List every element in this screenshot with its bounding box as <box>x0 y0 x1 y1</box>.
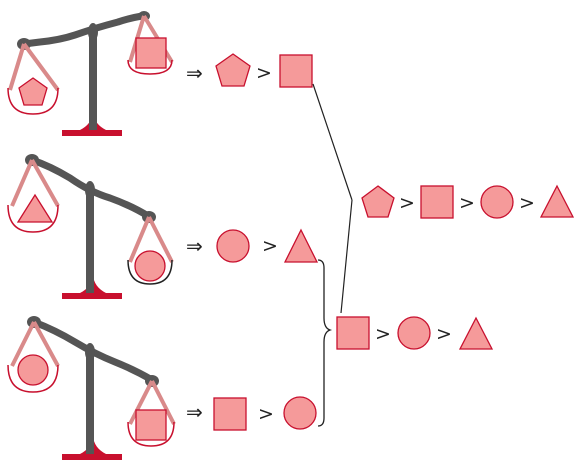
scale-2-right-circle <box>134 250 166 282</box>
scale-2-right-hanger <box>128 216 174 263</box>
scale-2-left-hanger <box>10 159 60 207</box>
scale-2-base <box>62 293 122 299</box>
brace-2-3 <box>317 259 333 427</box>
comparison-2-triangle <box>283 228 319 263</box>
scale-3-beam <box>30 318 156 384</box>
final-pentagon <box>361 185 395 218</box>
greater-symbol-c2: > <box>436 323 452 345</box>
greater-symbol-f2: > <box>459 192 475 214</box>
comparison-2-circle <box>216 229 250 263</box>
final-circle <box>480 185 514 219</box>
comparison-3-circle <box>283 396 317 430</box>
scale-1-left-hanger <box>8 42 60 92</box>
comparison-2: ⇒ > <box>186 228 319 263</box>
implies-symbol-3: ⇒ <box>186 400 203 424</box>
scale-3-left-hanger <box>10 321 60 367</box>
scale-2-left-pan <box>7 204 59 233</box>
final-triangle <box>539 184 575 218</box>
combined-circle <box>397 316 431 350</box>
scale-2-post <box>86 190 94 293</box>
scale-1-right-square <box>135 37 167 69</box>
comparison-1-pentagon <box>215 53 251 87</box>
combined-square <box>336 316 370 350</box>
comparison-3: ⇒ > <box>186 396 317 431</box>
greater-symbol-3: > <box>258 403 274 425</box>
final-order: > > > <box>361 184 575 219</box>
scale-1-left-pan <box>7 87 59 115</box>
scale-1-post <box>89 35 97 130</box>
scale-1-right-pan <box>127 59 173 75</box>
scale-2 <box>7 154 174 299</box>
scale-3-left-circle <box>17 354 49 386</box>
comparison-1-square <box>279 54 313 88</box>
scale-3-right-hanger <box>128 380 176 425</box>
scale-3-base <box>62 454 122 460</box>
scale-3-right-pan <box>127 421 175 447</box>
combined-2-3: > > <box>336 316 494 350</box>
scale-2-right-pan <box>127 259 173 285</box>
scale-3-left-pan <box>7 364 59 393</box>
scale-1-base <box>62 130 122 136</box>
scale-3-right-square <box>135 409 167 441</box>
scale-2-pivot <box>85 181 95 199</box>
scale-1-left-pentagon <box>18 77 48 106</box>
scale-3-pivot <box>85 343 95 361</box>
greater-symbol-2: > <box>262 235 278 257</box>
scale-3 <box>7 316 176 460</box>
connector-line <box>312 83 353 314</box>
implies-symbol-1: ⇒ <box>186 61 203 85</box>
scale-1-beam <box>20 12 146 48</box>
scale-2-left-triangle <box>16 193 54 223</box>
scale-1 <box>7 11 174 136</box>
scale-1-pivot <box>88 23 98 41</box>
final-square <box>420 185 454 219</box>
greater-symbol-f3: > <box>519 192 535 214</box>
scale-3-post <box>86 352 94 454</box>
implies-symbol-2: ⇒ <box>186 234 203 258</box>
greater-symbol-1: > <box>256 62 272 84</box>
combined-triangle <box>458 316 494 350</box>
comparison-3-square <box>213 397 247 431</box>
greater-symbol-f1: > <box>399 192 415 214</box>
greater-symbol-c1: > <box>375 323 391 345</box>
comparison-1: ⇒ > <box>186 53 313 88</box>
